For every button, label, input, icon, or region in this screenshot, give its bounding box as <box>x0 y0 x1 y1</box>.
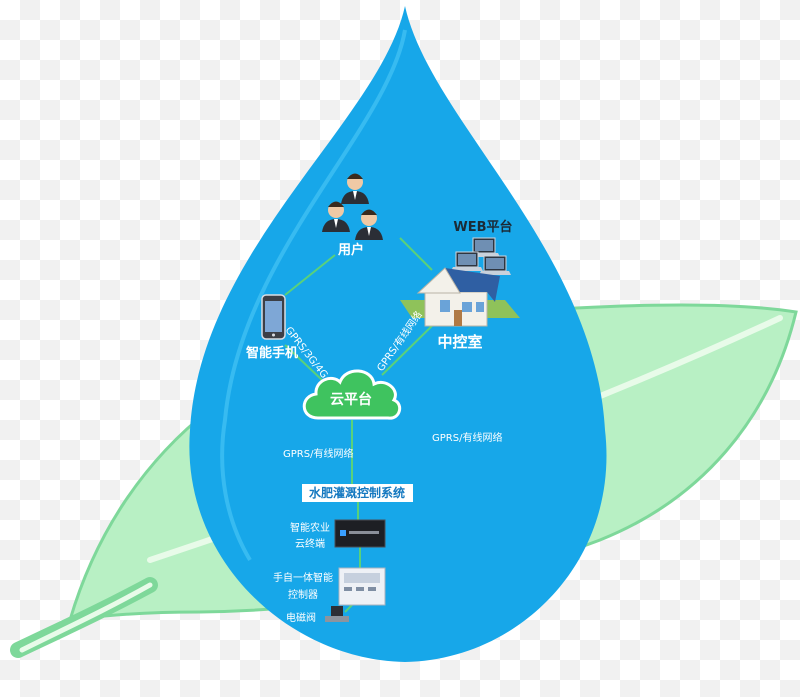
control-room-label: 中控室 <box>437 333 482 351</box>
smartphone-icon <box>262 295 285 339</box>
system-label: 水肥灌溉控制系统 <box>309 485 405 500</box>
controller-label-2: 控制器 <box>288 588 318 601</box>
phone-label: 智能手机 <box>246 345 298 361</box>
link-cloud-system-label: GPRS/有线网络 <box>283 447 353 460</box>
web-label: WEB平台 <box>453 219 512 235</box>
agri-terminal-label-1: 智能农业 <box>290 521 330 534</box>
side-note-label: GPRS/有线网络 <box>432 431 502 444</box>
agri-terminal-label-2: 云终端 <box>295 537 325 550</box>
terminal-device-icon <box>335 520 385 547</box>
controller-box-icon <box>339 568 385 605</box>
controller-label-1: 手自一体智能 <box>273 571 333 584</box>
valve-label: 电磁阀 <box>286 611 316 624</box>
cloud-label: 云平台 <box>330 391 372 408</box>
users-label: 用户 <box>337 242 364 258</box>
system-label-box: 水肥灌溉控制系统 <box>302 484 413 502</box>
